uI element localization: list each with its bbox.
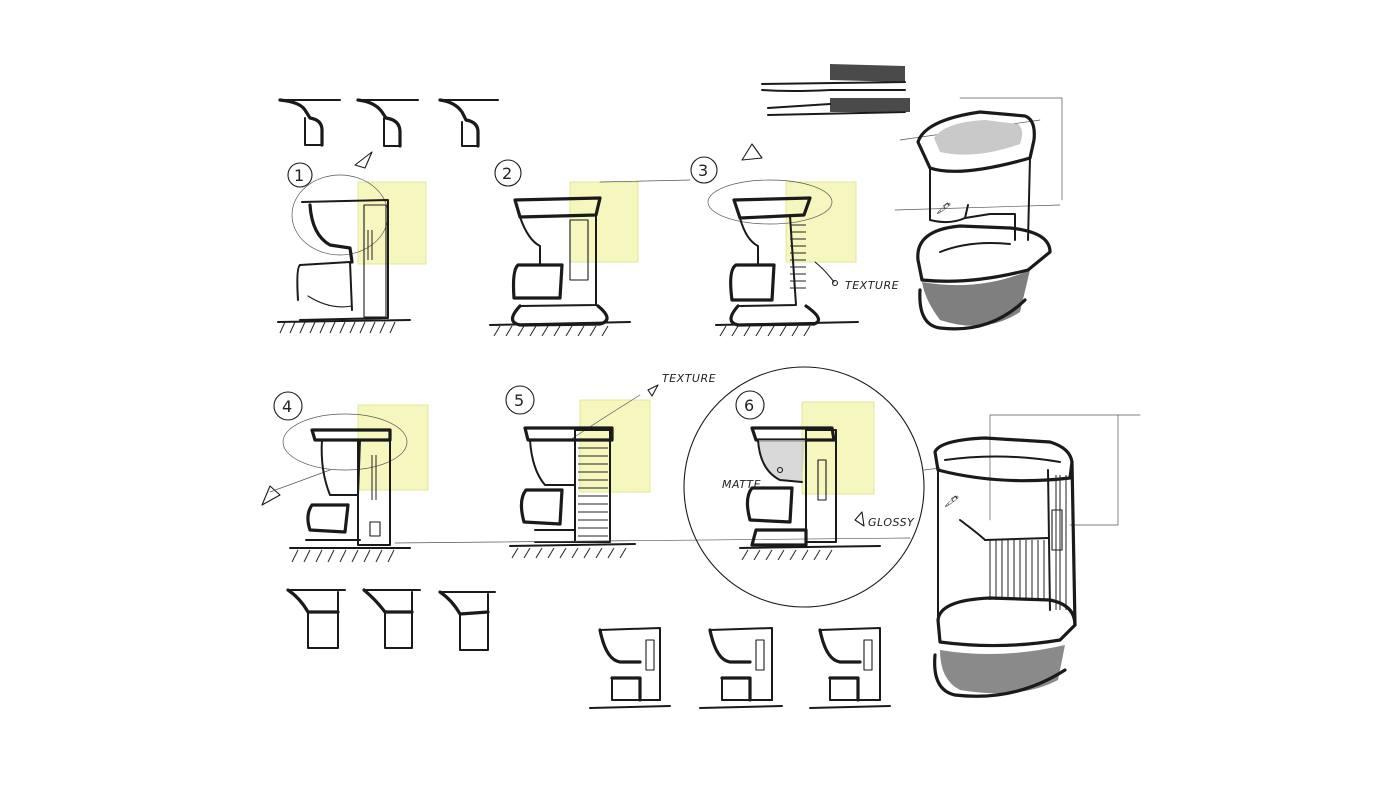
- concept-number: 2: [502, 164, 512, 183]
- profile-thumbnails-bottom-center: [589, 627, 891, 709]
- annotation-texture: TEXTURE: [845, 279, 899, 292]
- concept-3-sketch: 3 TEXTURE: [690, 143, 899, 337]
- perspective-sketch-top: 🖋: [894, 97, 1063, 331]
- brand-mark: 🖋: [944, 495, 959, 508]
- concept-number: 1: [294, 166, 304, 185]
- annotation-glossy: GLOSSY: [868, 516, 915, 529]
- profile-thumb: [438, 98, 499, 148]
- annotation-texture: TEXTURE: [662, 372, 716, 385]
- profile-thumb: [356, 98, 419, 148]
- concept-5-sketch: 5 TEXTURE: [394, 372, 911, 559]
- concept-6-sketch: 6 MATTE GLOSSY: [683, 366, 941, 608]
- profile-thumbnails-bottom-left: [286, 588, 496, 651]
- lid-detail-strips: [761, 64, 910, 116]
- concept-number: 3: [698, 161, 708, 180]
- annotation-matte: MATTE: [722, 478, 761, 491]
- concept-number: 4: [282, 397, 292, 416]
- profile-thumb: [362, 588, 421, 649]
- perspective-sketch-bottom: 🖋: [933, 414, 1141, 698]
- concept-number: 6: [744, 396, 754, 415]
- concept-4-sketch: 4: [261, 391, 429, 563]
- concept-2-sketch: 2: [489, 159, 691, 337]
- profile-thumb: [809, 627, 891, 709]
- profile-thumb: [286, 588, 346, 649]
- concept-number: 5: [514, 391, 524, 410]
- brand-mark: 🖋: [936, 202, 951, 215]
- concept-1-sketch: 1: [277, 151, 427, 334]
- profile-thumb: [438, 590, 496, 651]
- profile-thumb: [699, 627, 783, 709]
- profile-thumb: [589, 627, 671, 709]
- profile-thumb: [278, 98, 341, 147]
- profile-thumbnails-top: [278, 98, 499, 148]
